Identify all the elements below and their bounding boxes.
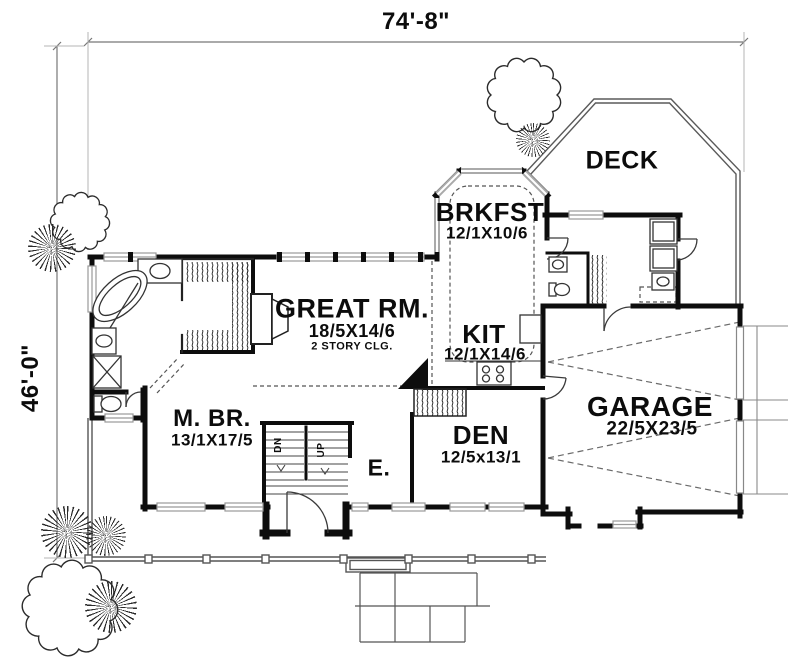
- dimension-height-label: 46'-0": [17, 343, 44, 413]
- room-dims-garage: 22/5X23/5: [606, 418, 698, 440]
- deck-door: [677, 238, 698, 261]
- garage-truss-lines: [547, 321, 741, 497]
- bush-starburst-left: [28, 224, 76, 272]
- stairs-down-arrow: [276, 464, 286, 472]
- bush-starburst-bottom-3: [85, 581, 137, 633]
- den-closet: [413, 388, 467, 417]
- angled-wall-fill: [398, 358, 428, 389]
- dimension-width-label: 74'-8": [381, 8, 451, 35]
- half-bath-sink: [551, 259, 565, 270]
- wc-door: [125, 391, 142, 408]
- front-door: [286, 491, 329, 534]
- room-note-great-rm: 2 STORY CLG.: [311, 340, 393, 353]
- bush-starburst-bottom-1: [41, 506, 93, 558]
- tree-canopy-top: [487, 58, 560, 131]
- half-bath-walls: [304, 251, 590, 481]
- entry-label: E.: [367, 454, 391, 481]
- room-label-brkfst: BRKFST: [435, 197, 545, 227]
- stairs-down-label: DN: [273, 437, 284, 453]
- staircase: [266, 431, 348, 495]
- entry-vestibule-walls: [259, 501, 353, 540]
- half-bath-toilet-bowl: [553, 282, 571, 297]
- garage-door-2: [735, 420, 745, 494]
- fireplace: [250, 293, 289, 345]
- hall-garage-door: [542, 377, 567, 400]
- bush-starburst-bottom-2: [86, 516, 126, 556]
- room-dims-great-rm: 18/5X14/6: [308, 321, 396, 341]
- doors: [125, 237, 698, 534]
- room-dims-den: 12/5x13/1: [440, 447, 522, 467]
- driveway-lines: [743, 325, 788, 495]
- room-label-deck: DECK: [585, 146, 659, 175]
- deck-outline: [526, 98, 741, 306]
- room-dims-brkfst: 12/1X10/6: [445, 223, 529, 243]
- room-dims-kit: 12/1X14/6: [443, 344, 527, 364]
- room-label-mbr: M. BR.: [173, 405, 251, 432]
- master-bath-fixtures: [91, 258, 183, 413]
- kitchen-fixtures: [445, 314, 542, 386]
- windows: [87, 168, 745, 529]
- room-label-den: DEN: [452, 420, 510, 450]
- interior-walls: [180, 251, 590, 511]
- refrigerator: [519, 314, 542, 344]
- kitchen-laundry-door: [546, 237, 569, 260]
- front-steps: [355, 572, 490, 643]
- laundry-fixtures: [548, 218, 678, 297]
- window-mullions: [128, 252, 423, 262]
- room-label-kit: KIT: [462, 319, 506, 349]
- sink-2: [95, 334, 113, 348]
- closet-hatching: [185, 255, 607, 417]
- mbr-door-swing-dashed: [149, 357, 179, 389]
- bush-starburst-top: [516, 123, 550, 157]
- stairs-up-label: UP: [316, 442, 327, 458]
- toilet-bowl: [100, 395, 122, 413]
- room-label-garage: GARAGE: [587, 391, 713, 422]
- room-label-great-rm: GREAT RM.: [275, 293, 429, 324]
- dimension-lines: [44, 32, 749, 563]
- room-dims-mbr: 13/1X17/5: [170, 430, 254, 450]
- laundry-garage-door: [603, 306, 632, 332]
- range: [476, 361, 512, 386]
- stairs-up-arrow: [320, 467, 330, 475]
- porch-posts: [84, 554, 536, 564]
- garage-door-1: [735, 326, 745, 400]
- sink: [149, 262, 171, 280]
- porch-outline: [84, 418, 546, 573]
